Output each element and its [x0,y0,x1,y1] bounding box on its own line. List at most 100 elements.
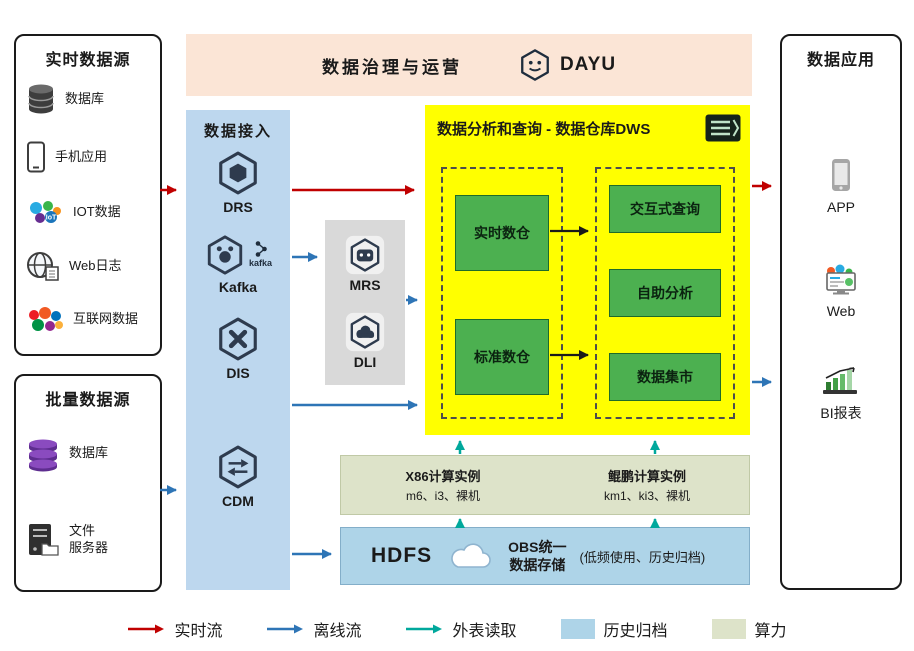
legend-label: 离线流 [313,623,362,640]
source-item-file-server: 文件 服务器 [22,523,154,557]
legend-offline: 离线流 [266,617,361,641]
offline-arrow-icon [267,624,304,634]
legend-compute-power: 算力 [711,617,787,641]
applications-panel: 数据应用 APP Web [780,34,902,590]
data-ingestion-title: 数据接入 [203,123,272,140]
service-dis: DIS [186,316,290,381]
service-label: CDM [222,493,254,509]
source-item-database: 数据库 [22,82,154,116]
source-item-mobile-app: 手机应用 [22,141,154,173]
dis-icon [219,317,257,361]
kafka-badge: kafka [249,240,272,268]
service-drs: DRS [186,150,290,215]
mrs-icon [345,236,385,275]
dws-panel: 数据分析和查询 - 数据仓库DWS 实时数仓 标准数仓 交互式查询 自助分析 数… [425,105,750,435]
applications-title: 数据应用 [806,52,875,69]
warehouse-group: 实时数仓 标准数仓 [441,167,563,419]
source-item-batch-database: 数据库 [22,436,154,472]
interactive-query-box: 交互式查询 [609,185,721,233]
source-item-web-logs: Web日志 [22,251,154,281]
realtime-warehouse-box: 实时数仓 [455,195,549,271]
kafka-logo-icon [255,241,267,257]
kafka-icon [207,235,243,275]
cdm-icon [219,445,257,489]
source-label: 数据库 [69,445,109,461]
dayu-icon [521,49,549,81]
batch-sources-list: 数据库 文件 服务器 [22,410,154,582]
archive-swatch [560,619,595,639]
realtime-sources-title: 实时数据源 [45,52,131,69]
globe-icon [27,251,59,281]
kunpeng-sub: km1、ki3、裸机 [603,489,690,503]
banner-title: 数据治理与运营 [321,57,462,77]
realtime-sources-list: 数据库 手机应用 IoT IOT数据 [22,70,154,346]
legend-label: 外表读取 [452,623,517,640]
source-item-iot: IoT IOT数据 [22,198,154,226]
legend-label: 历史归档 [603,623,668,640]
database-stack-icon [29,439,57,471]
obs-label: OBS统一 数据存储 [508,538,567,573]
app-item-web: Web [782,264,900,319]
external-arrow-icon [406,624,443,634]
obs-cloud-icon [451,543,491,568]
service-label: DRS [223,199,253,215]
source-label: 数据库 [65,91,105,107]
data-mart-box: 数据集市 [609,353,721,401]
source-label: IOT数据 [73,203,121,219]
legend-label: 算力 [754,623,787,640]
drs-icon [219,151,257,195]
source-item-internet-data: 互联网数据 [22,306,154,334]
compute-swatch [711,619,746,639]
governance-banner: 数据治理与运营 DAYU [186,34,752,96]
realtime-sources-panel: 实时数据源 数据库 手机应用 [14,34,162,356]
service-label: DLI [353,353,377,370]
app-label: BI报表 [820,405,862,421]
file-server-icon [29,523,59,556]
bi-report-icon [823,367,857,394]
web-icon [826,264,856,295]
dayu-text: DAYU [559,54,617,75]
obs-note: (低频使用、历史归档) [579,549,706,565]
service-label: DIS [226,365,250,381]
processing-panel: MRS DLI [325,220,405,385]
x86-sub: m6、i3、裸机 [405,489,480,503]
database-icon [28,84,54,114]
source-label: 互联网数据 [73,311,139,327]
kunpeng-compute: 鲲鹏计算实例 km1、ki3、裸机 [545,456,749,514]
dayu-logo: DAYU [518,48,616,82]
realtime-arrow-icon [128,624,165,634]
service-label: MRS [349,277,381,294]
kunpeng-title: 鲲鹏计算实例 [607,469,686,484]
service-label: Kafka [218,279,258,295]
svg-text:IoT: IoT [46,214,57,221]
source-label: 文件 服务器 [69,523,109,555]
batch-sources-title: 批量数据源 [45,392,131,409]
source-label: 手机应用 [55,149,108,165]
analytics-group: 交互式查询 自助分析 数据集市 [595,167,735,419]
legend-label: 实时流 [174,623,223,640]
phone-icon [27,141,45,173]
app-label: Web [826,303,856,319]
iot-icon: IoT [30,200,61,223]
compute-instances-panel: X86计算实例 m6、i3、裸机 鲲鹏计算实例 km1、ki3、裸机 [340,455,750,515]
legend: 实时流 离线流 外表读取 历史归档 算力 [0,612,914,646]
service-mrs: MRS [345,235,385,293]
x86-compute: X86计算实例 m6、i3、裸机 [341,456,545,514]
batch-sources-panel: 批量数据源 数据库 [14,374,162,592]
app-item-app: APP [782,158,900,215]
kafka-icon-row: kafka [204,234,272,276]
dli-icon [345,312,385,351]
service-dli: DLI [345,312,385,370]
standard-warehouse-box: 标准数仓 [455,319,549,395]
app-item-bi-report: BI报表 [782,366,900,423]
storage-panel: HDFS OBS统一 数据存储 (低频使用、历史归档) [340,527,750,585]
dws-title: 数据分析和查询 - 数据仓库DWS [437,120,651,138]
app-icon [832,159,850,191]
legend-external: 外表读取 [405,617,517,641]
service-cdm: CDM [186,444,290,509]
kafka-badge-text: kafka [248,258,273,268]
source-label: Web日志 [69,257,122,273]
service-kafka: kafka Kafka [186,234,290,295]
internet-icon [29,306,63,331]
